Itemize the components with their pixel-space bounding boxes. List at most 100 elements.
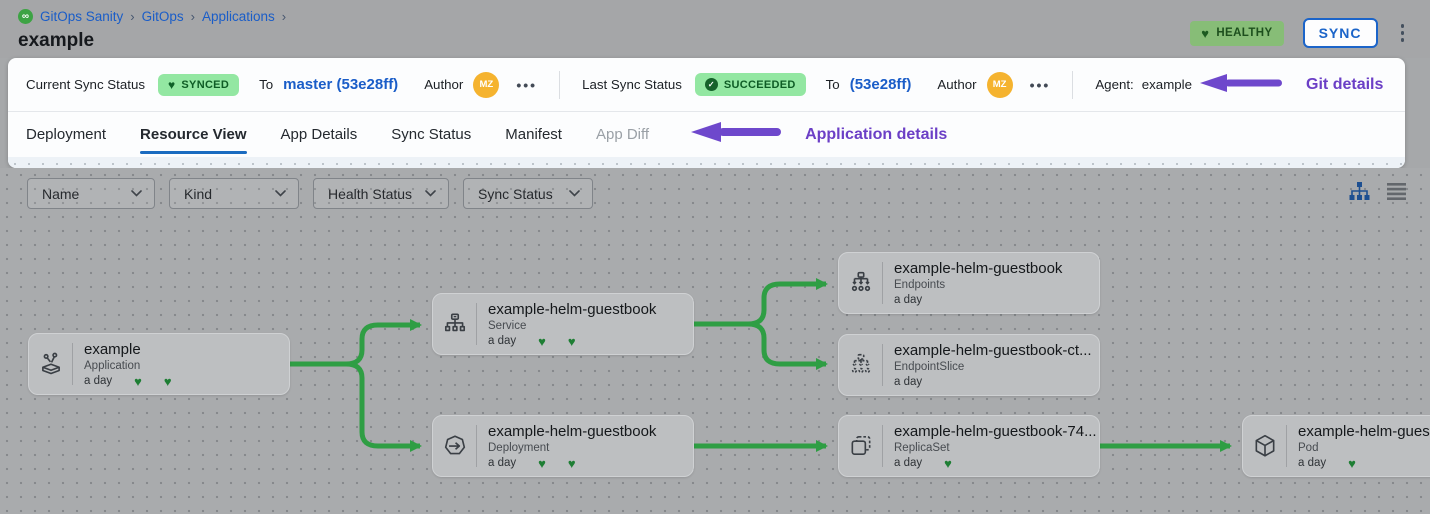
tab-sync-status[interactable]: Sync Status <box>391 126 472 143</box>
heart-icon: ♥ <box>134 373 142 389</box>
gitops-logo-icon: ∞ <box>18 9 33 24</box>
to-label: To <box>259 77 274 92</box>
replicaset-icon <box>839 425 883 467</box>
breadcrumb-gitops[interactable]: GitOps <box>141 9 184 24</box>
current-revision-link[interactable]: master (53e28ff) <box>283 76 399 93</box>
divider <box>1072 70 1074 99</box>
health-status-filter-dropdown[interactable]: Health Status <box>313 178 449 209</box>
filter-label: Name <box>42 185 80 202</box>
annotation-arrow-left-icon <box>691 120 783 149</box>
heart-icon: ♥ <box>1348 455 1356 471</box>
to-label: To <box>825 77 840 92</box>
tree-node-replicaset[interactable]: example-helm-guestbook-74... ReplicaSet … <box>838 415 1100 477</box>
kind-filter-dropdown[interactable]: Kind <box>169 178 299 209</box>
author-avatar[interactable]: MZ <box>473 71 500 98</box>
sync-status-filter-dropdown[interactable]: Sync Status <box>463 178 593 209</box>
node-kind: Deployment <box>488 441 550 454</box>
list-view-icon[interactable] <box>1387 183 1406 200</box>
node-title: example <box>84 340 141 358</box>
breadcrumb: ∞ GitOps Sanity › GitOps › Applications … <box>18 9 286 24</box>
health-status-badge: ♥ HEALTHY <box>1190 20 1284 46</box>
header-actions: ♥ HEALTHY SYNC <box>1190 18 1408 48</box>
node-title: example-helm-guestbook-74... <box>894 422 1097 440</box>
tab-app-diff[interactable]: App Diff <box>595 126 650 143</box>
name-filter-dropdown[interactable]: Name <box>27 178 155 209</box>
more-commits-icon[interactable]: ••• <box>516 76 538 93</box>
heart-icon: ♥ <box>567 455 576 471</box>
chevron-down-icon <box>131 190 142 197</box>
node-title: example-helm-guestbook <box>894 260 1063 277</box>
succeeded-badge: ✓ SUCCEEDED <box>694 73 806 96</box>
filter-label: Health Status <box>328 185 413 202</box>
breadcrumb-separator: › <box>281 9 287 24</box>
check-circle-icon: ✓ <box>704 78 718 91</box>
chevron-down-icon <box>425 190 436 197</box>
service-icon <box>433 303 477 345</box>
page-title: example <box>18 30 95 51</box>
node-age: a day <box>894 376 923 388</box>
endpointslice-icon <box>839 344 883 386</box>
app-tabs: Deployment Resource View App Details Syn… <box>8 111 1405 157</box>
health-badge-label: HEALTHY <box>1216 27 1273 39</box>
git-details-annotation: Git details <box>1306 75 1384 93</box>
node-kind: Service <box>488 319 527 332</box>
author-avatar[interactable]: MZ <box>986 71 1013 98</box>
sync-button[interactable]: SYNC <box>1302 18 1378 48</box>
annotation-arrow-left-icon <box>1200 73 1284 96</box>
node-title: example-helm-guestbook-ct... <box>894 342 1092 359</box>
chevron-down-icon <box>569 190 580 197</box>
more-commits-icon[interactable]: ••• <box>1029 76 1051 93</box>
node-kind: Endpoints <box>894 279 946 291</box>
heart-icon: ♥ <box>538 455 546 471</box>
resource-tree-canvas: Name Kind Health Status Sync Status <box>0 168 1430 514</box>
tree-node-endpoints[interactable]: example-helm-guestbook Endpoints a day <box>838 252 1100 314</box>
tree-node-pod[interactable]: example-helm-guest Pod a day ♥ <box>1242 415 1430 477</box>
synced-badge-label: SYNCED <box>181 78 230 91</box>
last-sync-status-label: Last Sync Status <box>582 77 682 92</box>
filter-label: Sync Status <box>478 185 553 202</box>
tree-node-service[interactable]: example-helm-guestbook Service a day ♥ ♥ <box>432 293 694 355</box>
node-kind: Pod <box>1298 441 1319 454</box>
breadcrumb-separator: › <box>190 9 195 24</box>
node-age: a day <box>894 457 923 469</box>
tree-node-application[interactable]: example Application a day ♥ ♥ <box>28 333 290 395</box>
endpoints-icon <box>839 262 883 304</box>
tree-node-deployment[interactable]: example-helm-guestbook Deployment a day … <box>432 415 694 477</box>
breadcrumb-account[interactable]: GitOps Sanity <box>40 9 124 24</box>
tab-resource-view[interactable]: Resource View <box>140 112 247 157</box>
node-title: example-helm-guestbook <box>488 300 657 318</box>
app-details-panel: Current Sync Status ♥ SYNCED To master (… <box>8 58 1405 168</box>
synced-badge: ♥ SYNCED <box>157 73 240 96</box>
node-age: a day <box>488 335 517 347</box>
tab-deployment[interactable]: Deployment <box>26 126 107 143</box>
node-kind: Application <box>84 359 141 372</box>
heart-icon: ♥ <box>538 333 546 349</box>
current-sync-status-label: Current Sync Status <box>26 77 145 92</box>
heart-icon: ♥ <box>163 373 172 389</box>
heart-icon: ♥ <box>1201 25 1210 41</box>
breadcrumb-applications[interactable]: Applications <box>201 9 275 24</box>
author-label: Author <box>937 77 977 92</box>
tab-app-details[interactable]: App Details <box>280 126 358 143</box>
chevron-down-icon <box>275 190 286 197</box>
node-age: a day <box>488 457 517 469</box>
breadcrumb-separator: › <box>130 9 135 24</box>
node-title: example-helm-guest <box>1298 422 1430 440</box>
panel-footer <box>8 157 1405 168</box>
node-age: a day <box>84 375 113 387</box>
tab-manifest[interactable]: Manifest <box>505 126 562 143</box>
top-strip: ∞ GitOps Sanity › GitOps › Applications … <box>0 0 1430 58</box>
node-age: a day <box>894 294 923 306</box>
tree-view-icon[interactable] <box>1349 182 1370 201</box>
agent-value: example <box>1141 77 1193 92</box>
application-details-annotation: Application details <box>805 125 948 143</box>
agent-label: Agent: <box>1095 77 1134 92</box>
kebab-menu-icon[interactable] <box>1397 21 1409 45</box>
node-kind: EndpointSlice <box>894 361 965 373</box>
tree-node-endpointslice[interactable]: example-helm-guestbook-ct... EndpointSli… <box>838 334 1100 396</box>
node-kind: ReplicaSet <box>894 441 950 454</box>
last-revision-link[interactable]: (53e28ff) <box>849 76 912 93</box>
succeeded-badge-label: SUCCEEDED <box>723 78 796 91</box>
author-label: Author <box>424 77 464 92</box>
filter-label: Kind <box>184 185 213 202</box>
